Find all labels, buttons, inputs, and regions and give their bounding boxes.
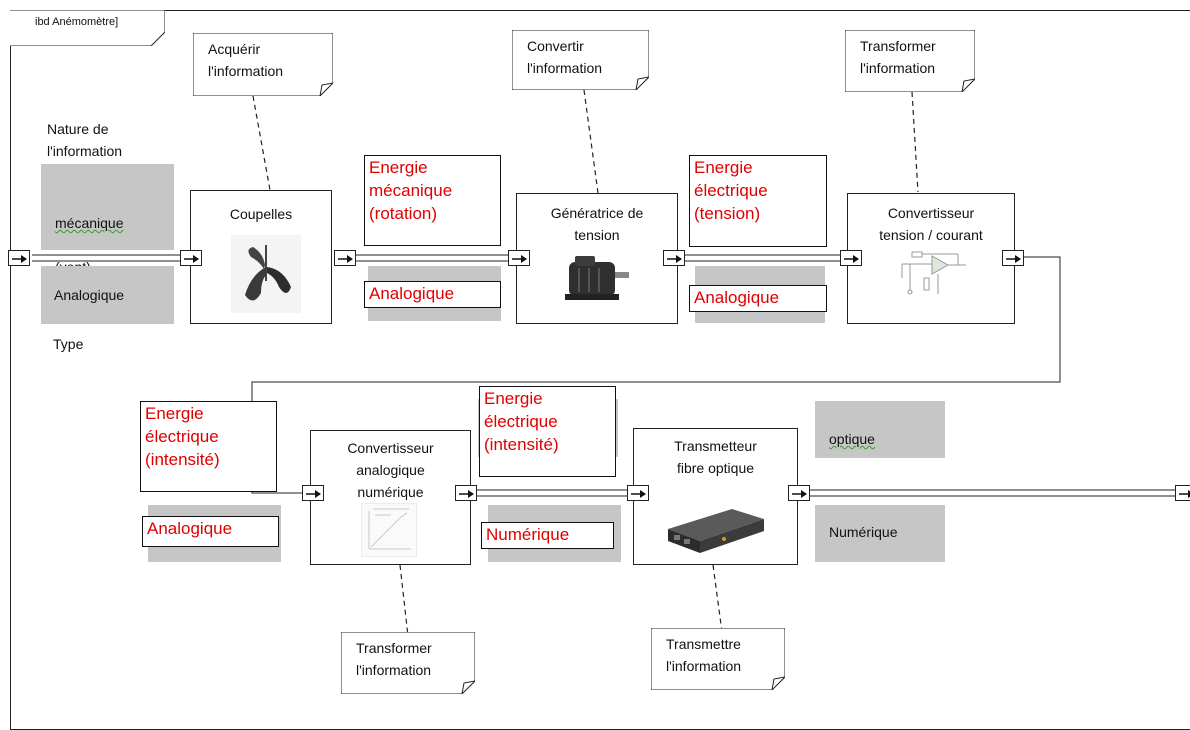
note-convertir-text: Convertir l'information (527, 38, 603, 76)
legend-type-title: Type (53, 336, 84, 352)
flow2-type-label: Analogique (689, 285, 827, 312)
fiber-transceiver-icon (668, 509, 764, 553)
flow5-type-label: Numérique (829, 524, 898, 540)
circuit-schematic-icon (901, 251, 966, 295)
block-can: Convertisseur analogique numérique (310, 430, 471, 565)
port-output-edge (1175, 485, 1190, 501)
flow3-nature-label: Energie électrique (intensité) (140, 401, 277, 492)
port-coupelles-out (334, 250, 356, 266)
legend-type-box (41, 266, 174, 324)
port-input-legend (8, 250, 30, 266)
note-transformer-bottom: Transformer l'information (341, 632, 475, 694)
flow5-type-bg (815, 505, 945, 562)
port-convertisseur-tc-in (840, 250, 862, 266)
note-transmettre-text: Transmettre l'information (666, 636, 742, 674)
port-generatrice-out (663, 250, 685, 266)
port-coupelles-in (180, 250, 202, 266)
note-transformer-top: Transformer l'information (845, 30, 975, 92)
block-transmetteur-title: Transmetteur fibre optique (674, 438, 757, 476)
block-convertisseur-tc: Convertisseur tension / courant (847, 193, 1015, 324)
legend-nature-value: mécanique (vent) (55, 190, 124, 278)
port-generatrice-in (508, 250, 530, 266)
port-transmetteur-in (627, 485, 649, 501)
note-convertir: Convertir l'information (512, 30, 649, 90)
note-transmettre: Transmettre l'information (651, 628, 785, 690)
flow5-nature-bg (815, 401, 945, 458)
conversion-graph-icon (361, 503, 417, 557)
electric-motor-icon (565, 256, 629, 300)
note-acquerir: Acquérir l'information (193, 33, 333, 96)
note-transformer-bottom-text: Transformer l'information (356, 640, 432, 678)
block-convertisseur-tc-title: Convertisseur tension / courant (879, 205, 983, 243)
flow1-nature-label: Energie mécanique (rotation) (364, 155, 501, 246)
port-can-in (302, 485, 324, 501)
flow4-type-label: Numérique (481, 522, 614, 549)
block-coupelles-title: Coupelles (229, 206, 293, 222)
flow2-nature-label: Energie électrique (tension) (689, 155, 827, 247)
legend-nature-word: mécanique (55, 215, 124, 231)
legend-nature-title: Nature de l'information (47, 121, 123, 159)
block-generatrice: Génératrice de tension (516, 193, 678, 324)
block-can-title: Convertisseur analogique numérique (347, 440, 434, 500)
diagram-header-tab: ibd Anémomètre] (10, 10, 165, 46)
cup-anemometer-icon (231, 235, 301, 313)
flow5-nature-label: optique (829, 431, 875, 447)
note-acquerir-text: Acquérir l'information (208, 41, 284, 79)
block-generatrice-title: Génératrice de tension (550, 205, 644, 243)
port-convertisseur-tc-out (1002, 250, 1024, 266)
block-transmetteur: Transmetteur fibre optique (633, 428, 798, 565)
port-can-out (455, 485, 477, 501)
port-transmetteur-out (788, 485, 810, 501)
connectors-layer (32, 89, 1175, 637)
flow1-type-label: Analogique (364, 281, 501, 308)
note-transformer-top-text: Transformer l'information (860, 38, 936, 76)
legend-type-value: Analogique (54, 287, 125, 303)
block-coupelles: Coupelles (190, 190, 332, 324)
flow3-type-label: Analogique (142, 516, 279, 547)
flow4-nature-label: Energie électrique (intensité) (479, 386, 616, 477)
diagram-header-label: ibd Anémomètre] (35, 16, 119, 28)
legend-nature-box (41, 164, 174, 250)
